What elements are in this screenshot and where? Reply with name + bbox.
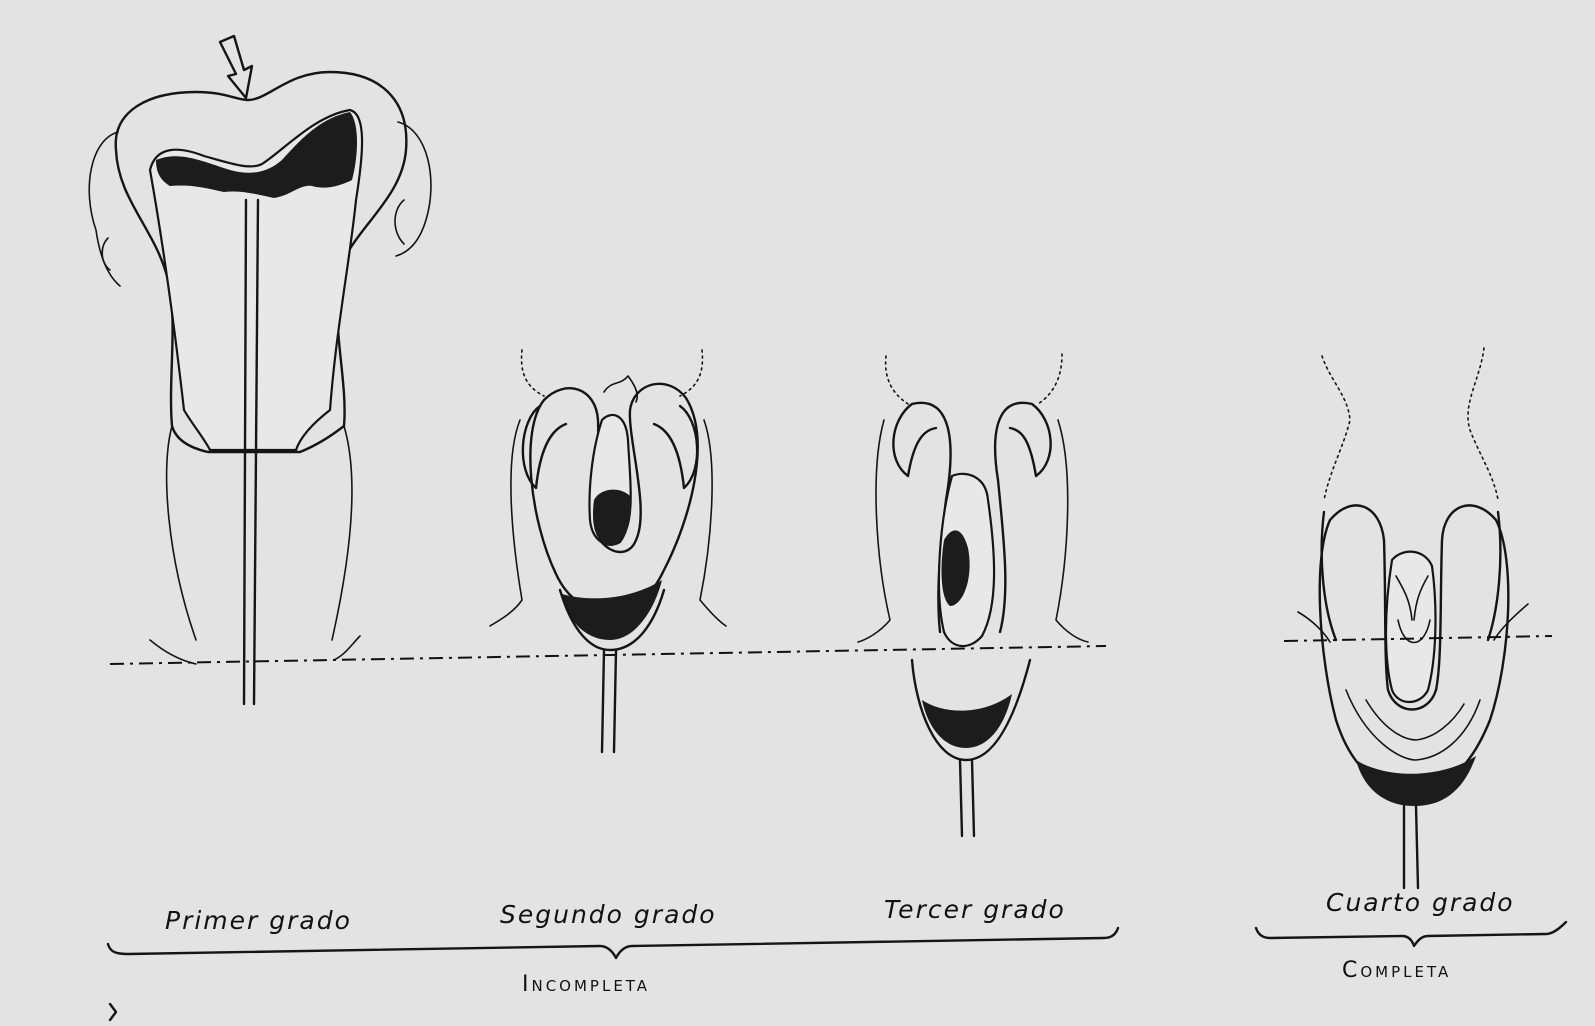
label-tercer-grado: Tercer grado	[884, 895, 1066, 924]
label-cuarto-grado: Cuarto grado	[1326, 888, 1515, 917]
brace-completa	[1256, 922, 1566, 946]
figure-primer-grado	[89, 36, 431, 704]
label-primer-grado: Primer grado	[165, 906, 352, 935]
figure-segundo-grado	[490, 350, 726, 752]
arrow-icon	[220, 36, 252, 98]
label-segundo-grado: Segundo grado	[500, 900, 717, 929]
figure-tercer-grado	[858, 354, 1088, 836]
label-incompleta: Incompleta	[522, 972, 650, 997]
label-completa: Completa	[1342, 958, 1451, 983]
reference-line-left	[110, 646, 1106, 664]
figure-cuarto-grado	[1298, 348, 1528, 888]
